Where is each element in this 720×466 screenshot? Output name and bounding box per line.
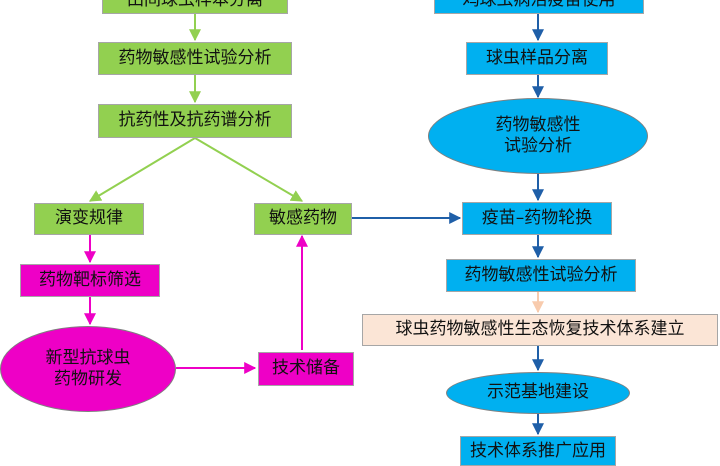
- node-sample-isolation: 田间球虫样本分离: [102, 0, 288, 14]
- node-sensitivity-ellipse-line1: 药物敏感性: [495, 114, 581, 135]
- node-eco-recovery: 球虫药物敏感性生态恢复技术体系建立: [362, 314, 718, 346]
- node-vaccine-use-label: 鸡球虫病活疫苗使用: [462, 0, 616, 11]
- node-target-screening: 药物靶标筛选: [20, 264, 160, 297]
- node-evolution-label: 演变规律: [55, 208, 123, 229]
- node-sensitivity-test: 药物敏感性试验分析: [98, 42, 292, 75]
- node-tech-promotion: 技术体系推广应用: [460, 436, 616, 466]
- node-sample-isolation-label: 田间球虫样本分离: [127, 0, 263, 11]
- flowchart-arrows: [84, 14, 544, 436]
- node-sensitive-drugs: 敏感药物: [254, 203, 352, 235]
- node-tech-reserve: 技术储备: [258, 352, 354, 386]
- node-tech-reserve-label: 技术储备: [272, 358, 340, 379]
- node-sensitivity-test-label: 药物敏感性试验分析: [118, 47, 272, 68]
- node-vaccine-drug-rotation-label: 疫苗–药物轮换: [481, 207, 593, 228]
- node-vaccine-drug-rotation: 疫苗–药物轮换: [462, 202, 612, 235]
- node-coccidia-isolation-label: 球虫样品分离: [486, 47, 588, 68]
- node-eco-recovery-label: 球虫药物敏感性生态恢复技术体系建立: [395, 319, 685, 340]
- node-resistance-spectrum: 抗药性及抗药谱分析: [98, 104, 292, 138]
- node-tech-promotion-label: 技术体系推广应用: [470, 441, 606, 461]
- node-sensitivity-test-2-label: 药物敏感性试验分析: [464, 264, 618, 285]
- node-new-drug-line2: 药物研发: [54, 369, 122, 389]
- node-new-drug-line1: 新型抗球虫: [45, 347, 131, 368]
- node-new-drug-development: 新型抗球虫 药物研发: [0, 326, 176, 412]
- node-sensitive-drugs-label: 敏感药物: [269, 208, 337, 229]
- node-resistance-spectrum-label: 抗药性及抗药谱分析: [118, 110, 272, 131]
- node-target-screening-label: 药物靶标筛选: [39, 269, 141, 290]
- node-vaccine-use: 鸡球虫病活疫苗使用: [434, 0, 644, 14]
- node-sensitivity-ellipse: 药物敏感性 试验分析: [428, 98, 648, 174]
- node-sensitivity-test-2: 药物敏感性试验分析: [446, 259, 636, 292]
- node-evolution: 演变规律: [34, 203, 144, 235]
- node-sensitivity-ellipse-line2: 试验分析: [504, 136, 572, 156]
- arrow-resistance-to-sensitive-drugs: [194, 137, 304, 202]
- arrow-resistance-to-evolution: [88, 137, 196, 202]
- node-coccidia-isolation: 球虫样品分离: [466, 42, 608, 75]
- node-demo-base-label: 示范基地建设: [487, 382, 589, 403]
- node-demo-base: 示范基地建设: [446, 372, 630, 414]
